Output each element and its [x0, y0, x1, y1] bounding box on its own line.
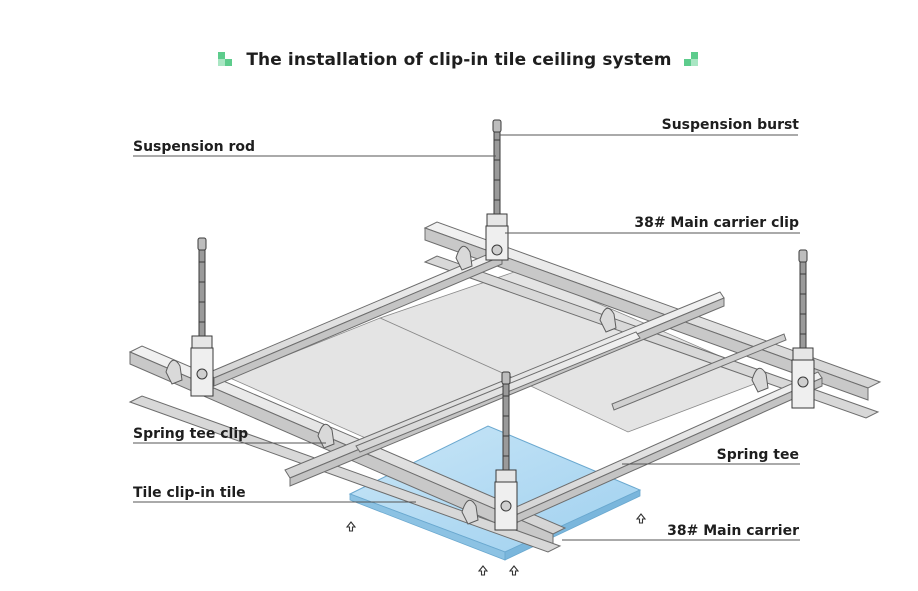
- spring-tee-clips: [165, 245, 769, 525]
- label-suspension-burst: Suspension burst: [662, 117, 800, 133]
- pixel-square-decor-left-icon: [218, 52, 233, 66]
- leader-lines: [133, 134, 800, 541]
- up-arrow-icon: [635, 513, 647, 524]
- label-main-carrier: 38# Main carrier: [667, 523, 799, 539]
- title-row: The installation of clip-in tile ceiling…: [0, 44, 918, 76]
- spring-tees: [209, 249, 823, 527]
- suspension-rod-3: [791, 249, 815, 409]
- suspension-assemblies: [190, 119, 815, 531]
- label-main-carrier-clip: 38# Main carrier clip: [634, 215, 799, 231]
- up-arrow-icons: [345, 513, 647, 576]
- up-arrow-icon: [477, 565, 489, 576]
- label-spring-tee: Spring tee: [717, 447, 799, 463]
- pixel-square-decor-right-icon: [683, 52, 698, 66]
- label-spring-tee-clip: Spring tee clip: [133, 426, 248, 442]
- up-arrow-icon: [345, 521, 357, 532]
- suspension-rod-1: [485, 119, 509, 261]
- labels: Suspension burst Suspension rod 38# Main…: [133, 117, 799, 539]
- label-tile-clip-in-tile: Tile clip-in tile: [133, 485, 246, 501]
- up-arrow-icon: [508, 565, 520, 576]
- diagram-title: The installation of clip-in tile ceiling…: [246, 50, 672, 70]
- suspension-rod-2: [190, 237, 214, 397]
- label-suspension-rod: Suspension rod: [133, 139, 255, 155]
- suspension-rod-4: [494, 371, 518, 531]
